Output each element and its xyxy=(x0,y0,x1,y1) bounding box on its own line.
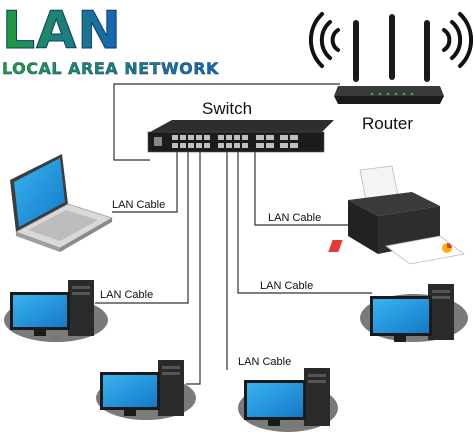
cable-pc-right xyxy=(237,150,372,294)
pc-bottom-middle xyxy=(238,368,338,432)
cable-label-pc-bottom: LAN Cable xyxy=(238,356,291,368)
cable-printer xyxy=(254,150,348,226)
title-subtitle: LOCAL AREA NETWORK xyxy=(2,59,219,78)
router: Router xyxy=(308,12,474,133)
cable-router-switch xyxy=(113,83,340,161)
wifi-icon xyxy=(308,12,474,68)
cable-lines xyxy=(95,83,372,385)
title-block: LAN LOCAL AREA NETWORK xyxy=(2,1,219,79)
pc-right xyxy=(360,284,468,342)
title-main: LAN xyxy=(2,1,122,61)
cable-label-laptop: LAN Cable xyxy=(112,199,165,211)
pc-left xyxy=(4,280,108,342)
switch-label: Switch xyxy=(202,99,252,118)
cable-label-pc-right: LAN Cable xyxy=(260,280,313,292)
switch-ports xyxy=(172,135,298,148)
cable-label-printer: LAN Cable xyxy=(268,212,321,224)
switch: Switch xyxy=(147,99,334,153)
printer xyxy=(328,165,465,265)
pc-bottom-left xyxy=(96,360,196,420)
cable-pc-bottom-left xyxy=(186,150,201,385)
cable-label-pc-left: LAN Cable xyxy=(100,289,153,301)
cable-labels: LAN Cable LAN Cable LAN Cable LAN Cable … xyxy=(100,199,321,368)
cable-pc-left xyxy=(95,150,189,304)
router-label: Router xyxy=(362,114,413,133)
laptop xyxy=(10,154,113,252)
cable-laptop xyxy=(112,150,178,213)
